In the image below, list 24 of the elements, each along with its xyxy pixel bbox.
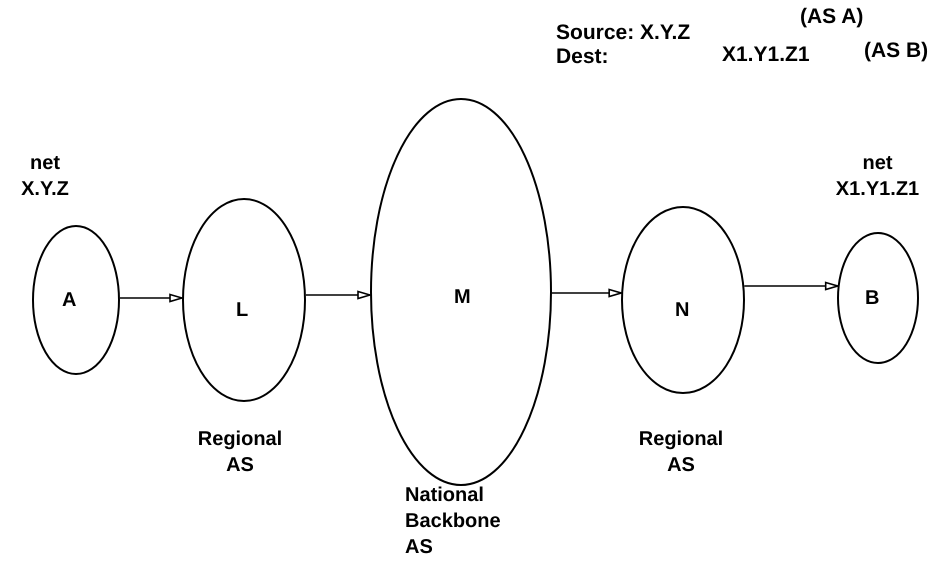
node-caption: net X1.Y1.Z1 xyxy=(834,151,920,202)
address-label: (AS B) xyxy=(864,40,928,61)
address-label: X1.Y1.Z1 xyxy=(722,44,810,65)
node-letter: M xyxy=(454,287,471,307)
node-caption: Regional AS xyxy=(638,427,724,478)
node-caption: Regional AS xyxy=(196,427,284,478)
arrow xyxy=(744,282,838,290)
address-label: (AS A) xyxy=(800,6,864,27)
as-ellipse xyxy=(837,232,919,364)
arrow xyxy=(306,290,371,300)
address-label: Dest: xyxy=(556,46,609,67)
arrow xyxy=(120,294,183,302)
as-ellipse xyxy=(182,198,306,402)
as-ellipse xyxy=(621,206,745,394)
node-caption: net X.Y.Z xyxy=(20,151,70,202)
node-letter: L xyxy=(236,300,248,320)
arrow xyxy=(552,288,622,298)
node-caption: National Backbone AS xyxy=(405,483,502,560)
address-label: Source: X.Y.Z xyxy=(556,22,690,43)
node-letter: B xyxy=(865,288,880,308)
as-ellipse xyxy=(32,225,120,375)
as-ellipse xyxy=(370,98,552,486)
node-letter: N xyxy=(675,300,690,320)
node-letter: A xyxy=(62,290,76,310)
